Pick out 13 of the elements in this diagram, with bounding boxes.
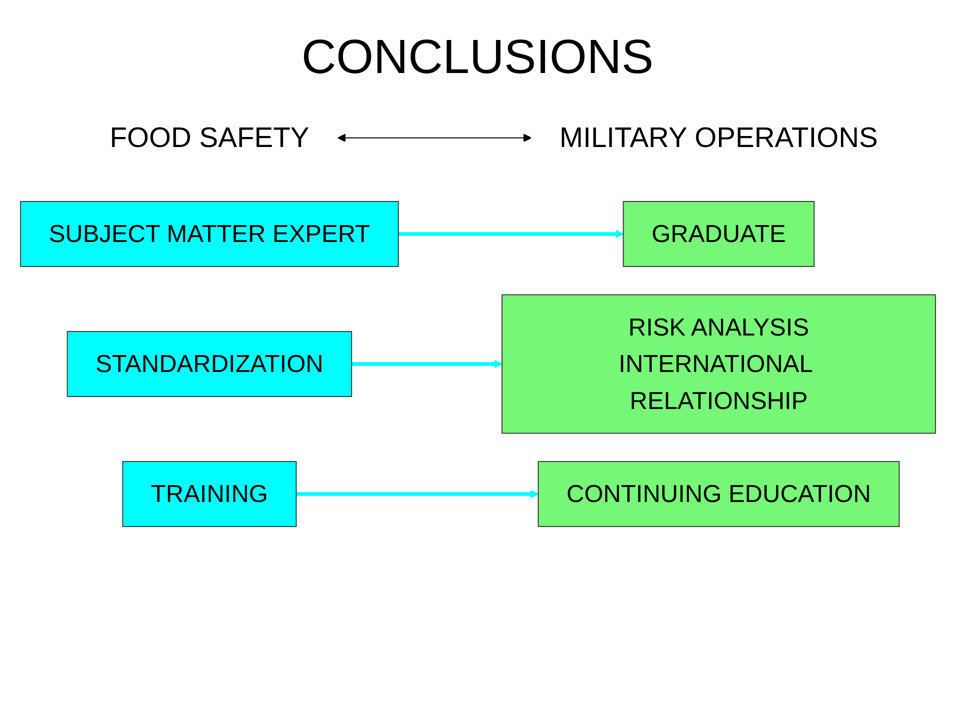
arrow bbox=[398, 230, 624, 238]
node-text: MILITARY OPERATIONS bbox=[559, 122, 878, 154]
node-box: TRAINING bbox=[122, 461, 296, 528]
node-box: GRADUATE bbox=[622, 201, 814, 267]
title: CONCLUSIONS bbox=[301, 30, 654, 85]
node-box: SUBJECT MATTER EXPERT bbox=[20, 201, 398, 267]
node-box: RISK ANALYSIS INTERNATIONAL RELATIONSHIP bbox=[501, 294, 936, 434]
arrow bbox=[296, 490, 538, 498]
node-box: CONTINUING EDUCATION bbox=[537, 461, 900, 528]
arrow bbox=[336, 134, 532, 142]
node-box: STANDARDIZATION bbox=[66, 331, 352, 397]
arrow bbox=[351, 360, 502, 368]
node-text: FOOD SAFETY bbox=[109, 122, 309, 154]
